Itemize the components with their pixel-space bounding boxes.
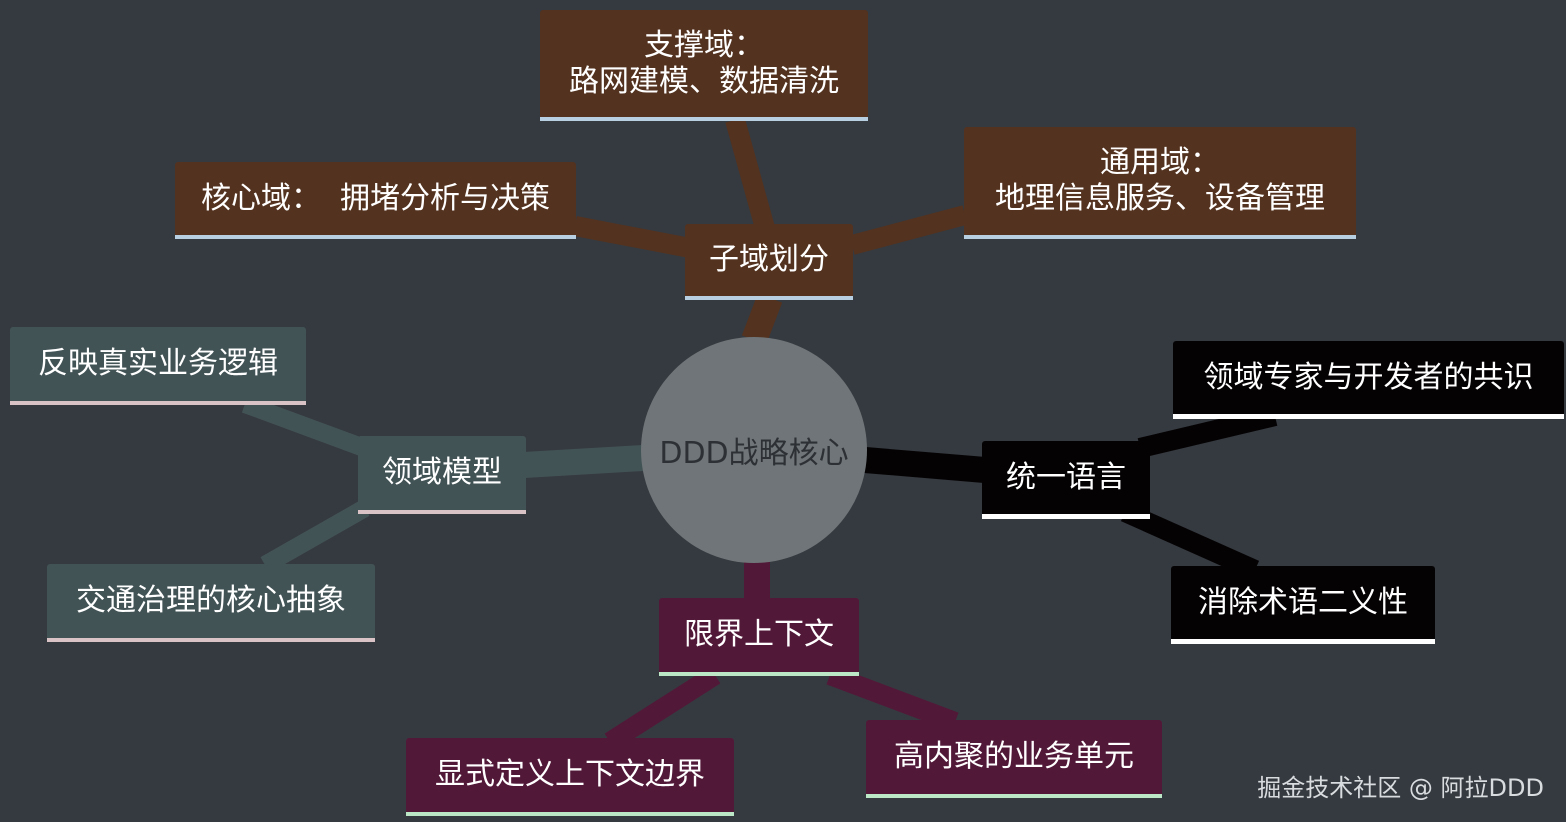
- node-ubiquitous-language-label: 统一语言: [1006, 459, 1126, 495]
- node-high-cohesion-label: 高内聚的业务单元: [894, 739, 1134, 774]
- node-reflect-business-logic[interactable]: 反映真实业务逻辑: [10, 327, 306, 405]
- node-explicit-boundary[interactable]: 显式定义上下文边界: [406, 738, 734, 816]
- node-generic-domain-line2: 地理信息服务、设备管理: [995, 181, 1325, 216]
- watermark: 掘金技术社区 @ 阿拉DDD: [1257, 774, 1544, 802]
- node-bounded-context-label: 限界上下文: [684, 617, 834, 652]
- node-explicit-boundary-label: 显式定义上下文边界: [435, 757, 705, 792]
- node-shared-understanding-label: 领域专家与开发者的共识: [1203, 359, 1534, 395]
- node-domain-model-label: 领域模型: [382, 455, 502, 490]
- connector-subdomain-generic: [849, 205, 968, 255]
- node-generic-domain[interactable]: 通用域： 地理信息服务、设备管理: [964, 127, 1356, 239]
- node-reflect-business-logic-label: 反映真实业务逻辑: [38, 346, 278, 381]
- connector-language-ambiguity: [1120, 502, 1260, 580]
- node-ubiquitous-language[interactable]: 统一语言: [982, 441, 1150, 519]
- connector-language-consensus: [1137, 406, 1278, 458]
- node-high-cohesion[interactable]: 高内聚的业务单元: [866, 720, 1162, 798]
- connector-subdomain-core: [573, 216, 692, 258]
- connector-context-explicit: [604, 666, 721, 751]
- node-core-abstraction-label: 交通治理的核心抽象: [76, 583, 346, 618]
- node-shared-understanding[interactable]: 领域专家与开发者的共识: [1173, 341, 1564, 419]
- node-support-domain-line2: 路网建模、数据清洗: [569, 63, 839, 99]
- node-bounded-context[interactable]: 限界上下文: [659, 598, 859, 676]
- node-core-abstraction[interactable]: 交通治理的核心抽象: [47, 564, 375, 642]
- connector-subdomain-support: [725, 117, 775, 231]
- node-domain-model[interactable]: 领域模型: [358, 436, 526, 514]
- node-subdomain-label: 子域划分: [709, 242, 829, 277]
- node-core-domain[interactable]: 核心域： 拥堵分析与决策: [175, 162, 576, 239]
- node-eliminate-ambiguity[interactable]: 消除术语二义性: [1171, 566, 1435, 644]
- connector-context-cohesion: [826, 665, 959, 732]
- connector-domain-model-abstraction: [260, 500, 370, 573]
- node-eliminate-ambiguity-label: 消除术语二义性: [1198, 584, 1408, 620]
- connector-center-subdomain: [741, 293, 783, 345]
- connector-domain-model-reflect: [241, 395, 379, 461]
- node-support-domain-line1: 支撑域：: [644, 27, 764, 63]
- connector-center-domain-model: [523, 445, 644, 478]
- connector-center-language: [863, 447, 987, 483]
- node-subdomain[interactable]: 子域划分: [685, 224, 853, 300]
- center-node-label: DDD战略核心: [659, 436, 849, 471]
- center-node[interactable]: DDD战略核心: [641, 337, 867, 563]
- node-core-domain-label: 核心域： 拥堵分析与决策: [200, 180, 551, 216]
- node-support-domain[interactable]: 支撑域： 路网建模、数据清洗: [540, 10, 868, 121]
- node-generic-domain-line1: 通用域：: [1100, 145, 1220, 180]
